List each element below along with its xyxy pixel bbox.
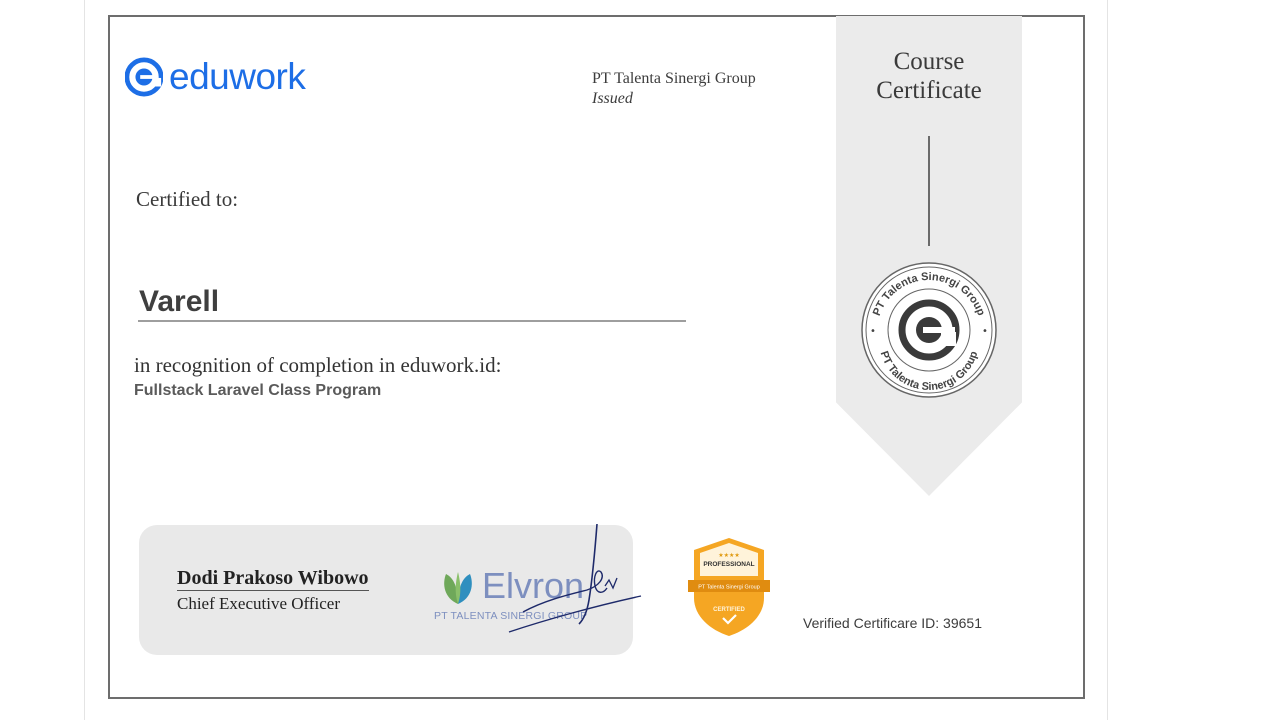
issuer-status: Issued	[592, 90, 633, 107]
company-seal: PT Talenta Sinergi Group PT Talenta Sine…	[861, 262, 997, 398]
check-icon	[722, 614, 737, 625]
program-name: Fullstack Laravel Class Program	[134, 382, 382, 399]
certified-to-label: Certified to:	[136, 187, 239, 211]
ribbon-title-line1: Course	[893, 48, 965, 75]
company-name: Elvron	[482, 565, 585, 606]
ribbon-title: Course Certificate	[836, 47, 1022, 105]
handwritten-signature	[508, 523, 642, 633]
leaf-icon	[444, 572, 472, 604]
issuer-name: PT Talenta Sinergi Group	[592, 70, 756, 87]
badge-org: PT Talenta Sinergi Group	[698, 585, 760, 591]
issuer-block: PT Talenta Sinergi Group Issued	[592, 69, 756, 109]
eduwork-seal-icon	[898, 299, 960, 361]
signer-name: Dodi Prakoso Wibowo	[177, 567, 369, 591]
badge-stars: ★★★★	[718, 552, 740, 559]
verified-certificate-id: Verified Certificare ID: 39651	[803, 615, 982, 631]
eduwork-logo: eduwork	[125, 56, 306, 97]
badge-tier: PROFESSIONAL	[703, 561, 754, 568]
recipient-underline	[138, 320, 686, 322]
seal-separator-left: •	[870, 326, 876, 337]
eduwork-logo-icon	[125, 57, 163, 97]
logo-text: eduwork	[169, 56, 306, 97]
recipient-name: Varell	[139, 285, 220, 318]
badge-status: CERTIFIED	[713, 607, 745, 613]
seal-separator-right: •	[982, 326, 988, 337]
professional-badge: ★★★★ PROFESSIONAL PT Talenta Sinergi Gro…	[688, 538, 770, 636]
certificate-ribbon	[836, 16, 1022, 496]
ribbon-title-line2: Certificate	[876, 77, 982, 104]
ribbon-divider-line	[928, 136, 930, 246]
signer-role: Chief Executive Officer	[177, 594, 341, 613]
recognition-text: in recognition of completion in eduwork.…	[134, 353, 502, 377]
